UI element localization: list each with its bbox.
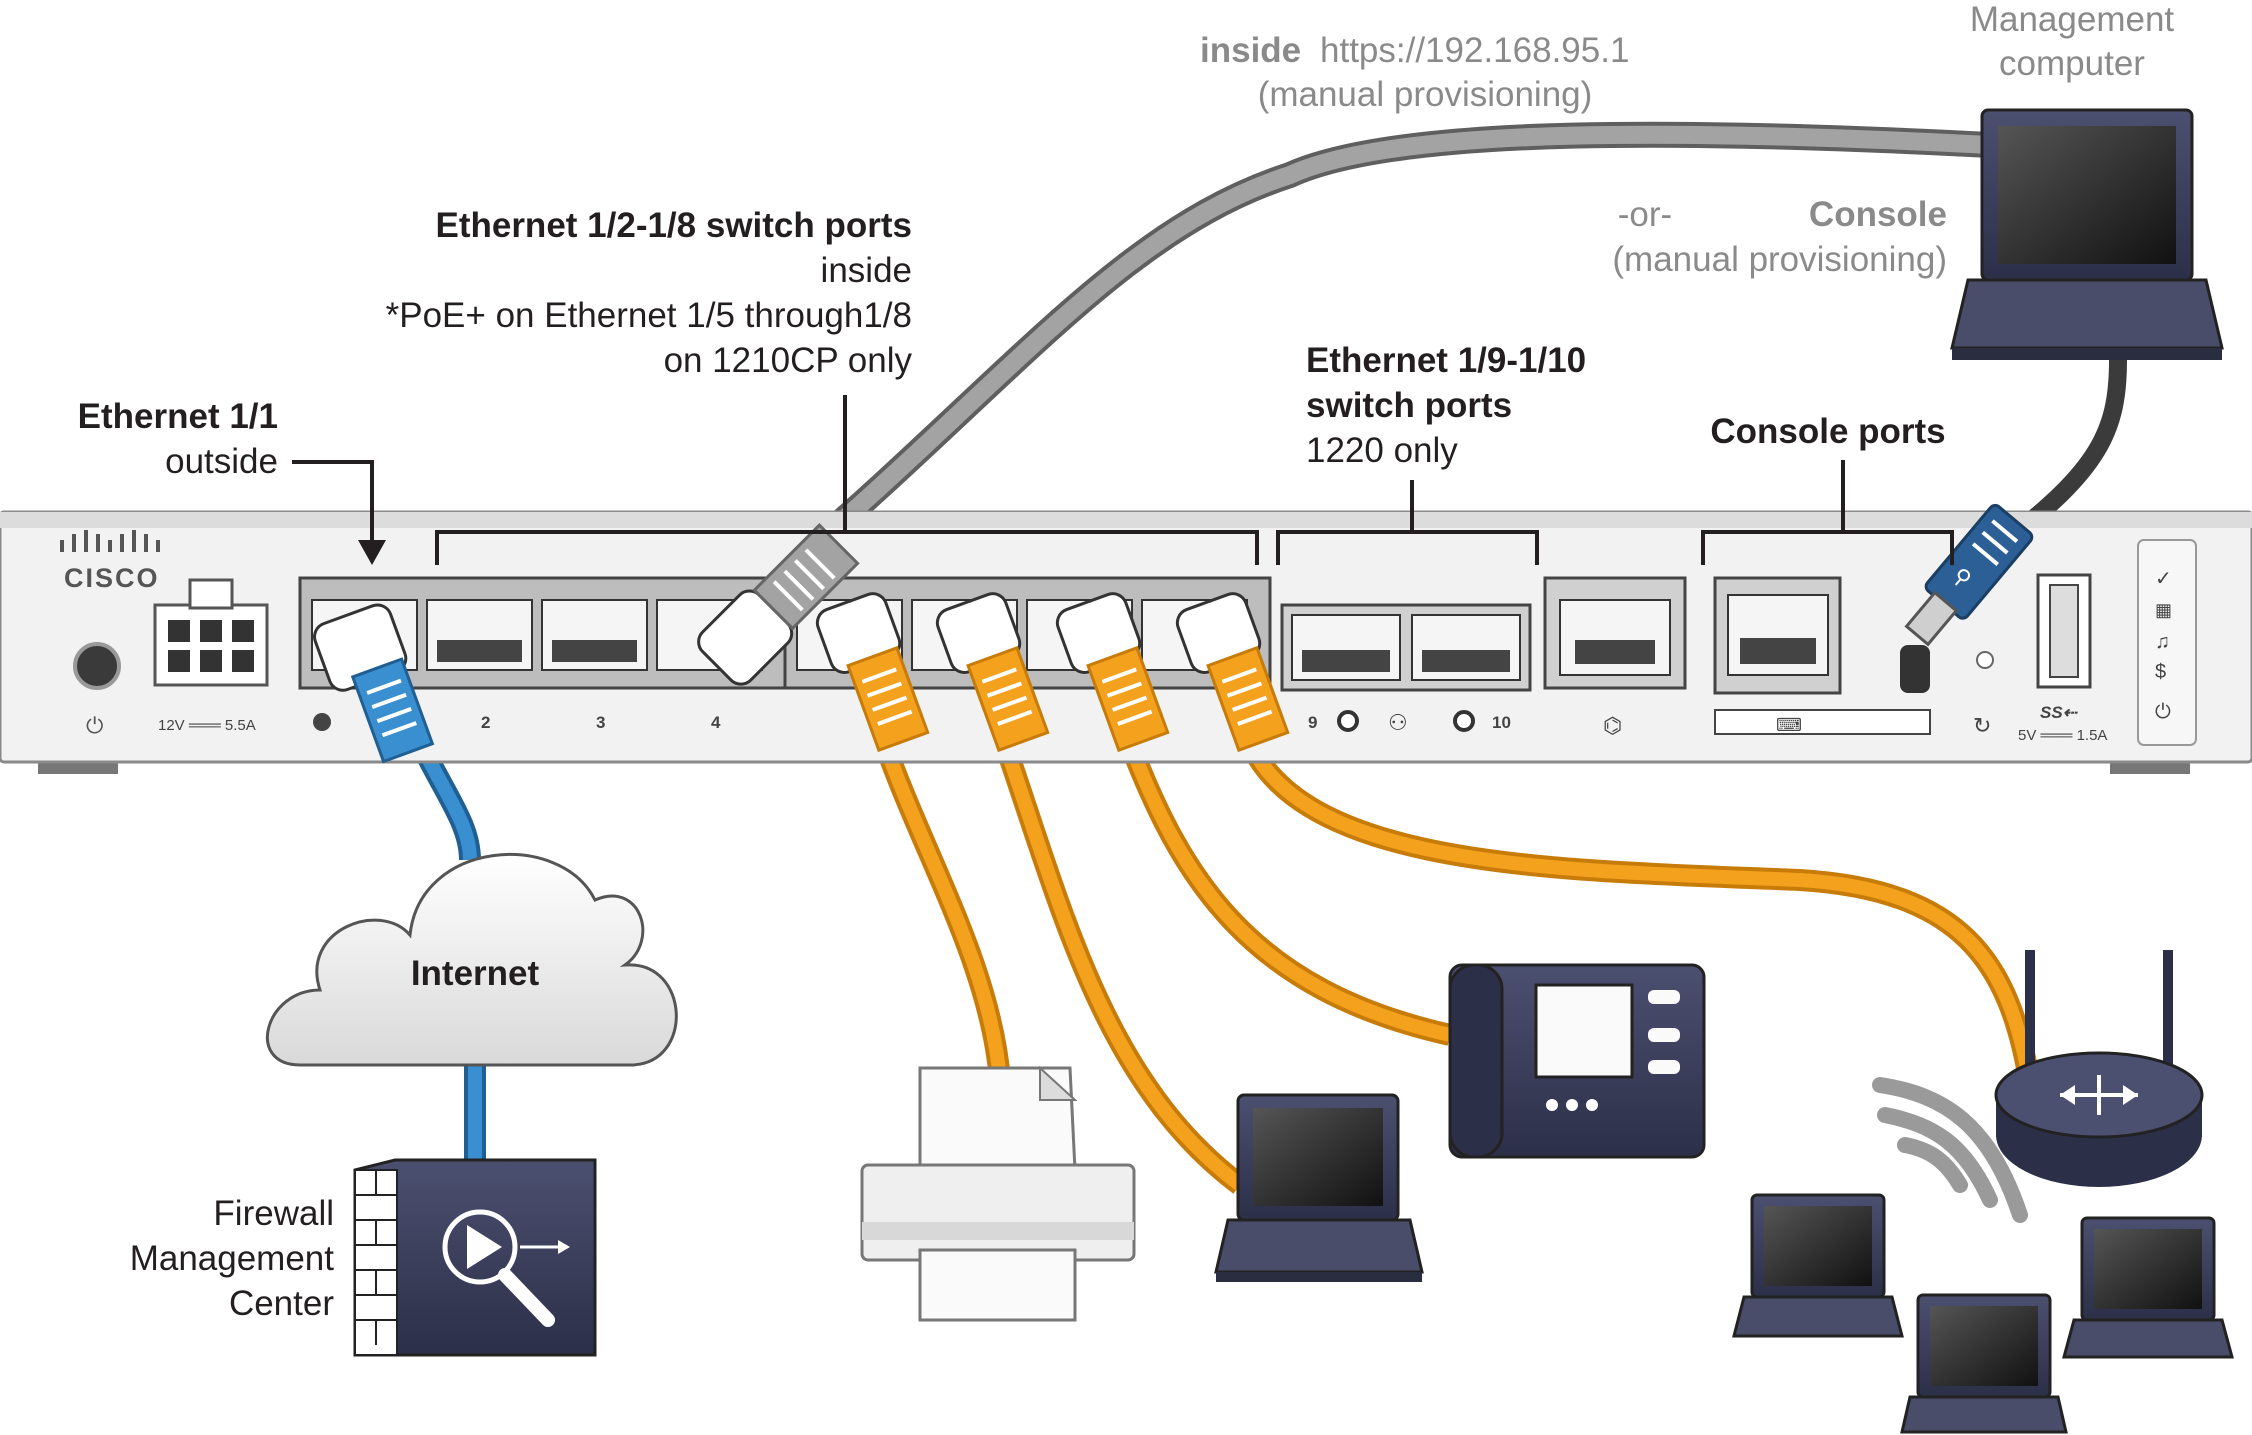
wifi-signal-icon: [1872, 1077, 2028, 1223]
eth910-title-1: Ethernet 1/9-1/10: [1306, 341, 1586, 380]
sfp-label-10: 10: [1492, 713, 1511, 732]
inside-cables: [869, 726, 2041, 1194]
switch-ports-title: Ethernet 1/2-1/8 switch ports: [435, 206, 912, 245]
fmc-appliance: [353, 1158, 597, 1357]
eth910-model: 1220 only: [1306, 431, 1458, 470]
or-label: -or-: [1618, 195, 1672, 234]
eth11-outside: outside: [165, 442, 278, 481]
sfp-led-10: [1453, 710, 1475, 732]
mgmt-computer-label-2: computer: [1999, 44, 2145, 83]
printer: [860, 1065, 1136, 1322]
sfp-led-9: [1337, 710, 1359, 732]
inside-access-label: inside: [1200, 31, 1301, 70]
poe-icon: ⚇: [1388, 710, 1408, 735]
laptop-centre: [1214, 1093, 1424, 1282]
console-usb-plug: ⚲: [1904, 503, 2034, 647]
wireless-laptop-middle: [1900, 1293, 2068, 1434]
eth11-title: Ethernet 1/1: [78, 397, 278, 436]
usb-rating: 5V ═══ 1.5A: [2018, 727, 2107, 744]
svg-text:♫: ♫: [2155, 631, 2170, 653]
usb-logo: SS⇠: [2040, 703, 2079, 722]
wireless-router: [1994, 950, 2204, 1187]
svg-text:✓: ✓: [2155, 568, 2172, 590]
management-plug: [697, 523, 860, 686]
port-number-4: 4: [711, 713, 721, 732]
console-label-plate: [1714, 709, 1931, 735]
inside-manual-label: (manual provisioning): [1258, 75, 1593, 114]
reset-icon: ↻: [1973, 713, 1991, 738]
power-button[interactable]: [73, 642, 121, 690]
management-port[interactable]: [1543, 576, 1687, 690]
fmc-label-3: Center: [229, 1284, 334, 1323]
outside-arrowhead: [358, 540, 386, 565]
power-rating: 12V ═══ 5.5A: [158, 717, 256, 734]
console-usb-port[interactable]: [1900, 645, 1930, 693]
inside-plugs: [815, 592, 1290, 753]
internet-cloud: [265, 853, 678, 1067]
fmc-label-2: Management: [130, 1239, 335, 1278]
power-icon: ⏻: [86, 713, 103, 738]
management-port-icon: ⌬: [1603, 713, 1622, 738]
status-led-panel: ✓ ▦ ♫ $ ⏻: [2137, 539, 2197, 746]
svg-text:⏻: ⏻: [2155, 701, 2171, 723]
wireless-laptop-left: [1732, 1193, 1904, 1338]
svg-text:▦: ▦: [2155, 600, 2172, 620]
console-ports-label: Console ports: [1710, 412, 1945, 451]
management-computer: [1950, 108, 2224, 360]
port-1-icon: [313, 713, 331, 731]
internet-label: Internet: [411, 954, 540, 993]
console-access-label: Console: [1809, 195, 1947, 234]
brand-text: CISCO: [64, 563, 160, 593]
sfp-label-9: 9: [1308, 713, 1317, 732]
inside-access-url: https://192.168.95.1: [1320, 31, 1629, 70]
eth910-title-2: switch ports: [1306, 386, 1512, 425]
wireless-laptop-right: [2062, 1216, 2234, 1359]
switch-ports-model-note: on 1210CP only: [664, 341, 913, 380]
power-connector[interactable]: [153, 578, 269, 687]
ip-phone: [1448, 963, 1706, 1159]
cisco-logo: CISCO: [60, 530, 160, 593]
fmc-label-1: Firewall: [213, 1194, 334, 1233]
console-manual-label: (manual provisioning): [1612, 240, 1947, 279]
port-number-2: 2: [481, 713, 490, 732]
port-number-3: 3: [596, 713, 605, 732]
mgmt-computer-label-1: Management: [1970, 0, 2175, 39]
switch-ports-inside: inside: [821, 251, 912, 290]
console-terminal-icon: ⌨: [1776, 715, 1802, 735]
outside-plug: [313, 603, 435, 764]
console-rj45-port[interactable]: [1713, 576, 1842, 695]
status-led: [1976, 651, 1994, 669]
sfp-ports: [1280, 603, 1532, 692]
switch-ports-poe-note: *PoE+ on Ethernet 1/5 through1/8: [386, 296, 912, 335]
usb-port[interactable]: [2036, 573, 2092, 689]
callout-lines: [292, 395, 1954, 565]
svg-text:$: $: [2155, 661, 2166, 683]
